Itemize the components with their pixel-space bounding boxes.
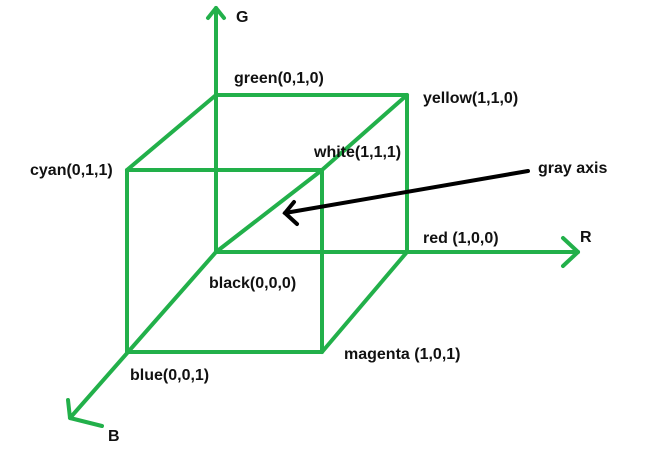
vertex-label-blue: blue(0,0,1): [130, 367, 209, 384]
b-axis-arrowhead: [66, 398, 104, 428]
vertex-label-yellow: yellow(1,1,0): [423, 90, 518, 107]
cube-edge-green-cyan: [125, 93, 218, 172]
vertex-label-red: red (1,0,0): [423, 230, 499, 247]
cube-front-face: [125, 168, 324, 354]
gray-axis-label: gray axis: [538, 160, 607, 177]
vertex-label-cyan: cyan(0,1,1): [30, 162, 113, 179]
cube-edge-red-magenta: [320, 250, 409, 354]
gray-axis-line: [214, 168, 324, 254]
g-axis-arrowhead: [206, 6, 226, 20]
r-axis-arrowhead: [561, 236, 580, 268]
vertex-label-black: black(0,0,0): [209, 275, 296, 292]
vertex-label-magenta: magenta (1,0,1): [344, 346, 460, 363]
gray-axis-pointer-arrowhead: [282, 200, 299, 226]
b-axis-label: B: [108, 428, 120, 445]
r-axis-label: R: [580, 229, 592, 246]
g-axis-label: G: [236, 9, 248, 26]
cube-edge-yellow-white: [320, 93, 409, 172]
b-axis: [68, 250, 218, 420]
vertex-label-white: white(1,1,1): [313, 144, 401, 161]
vertex-label-green: green(0,1,0): [234, 70, 324, 87]
gray-axis-pointer-arrow: [283, 169, 530, 215]
